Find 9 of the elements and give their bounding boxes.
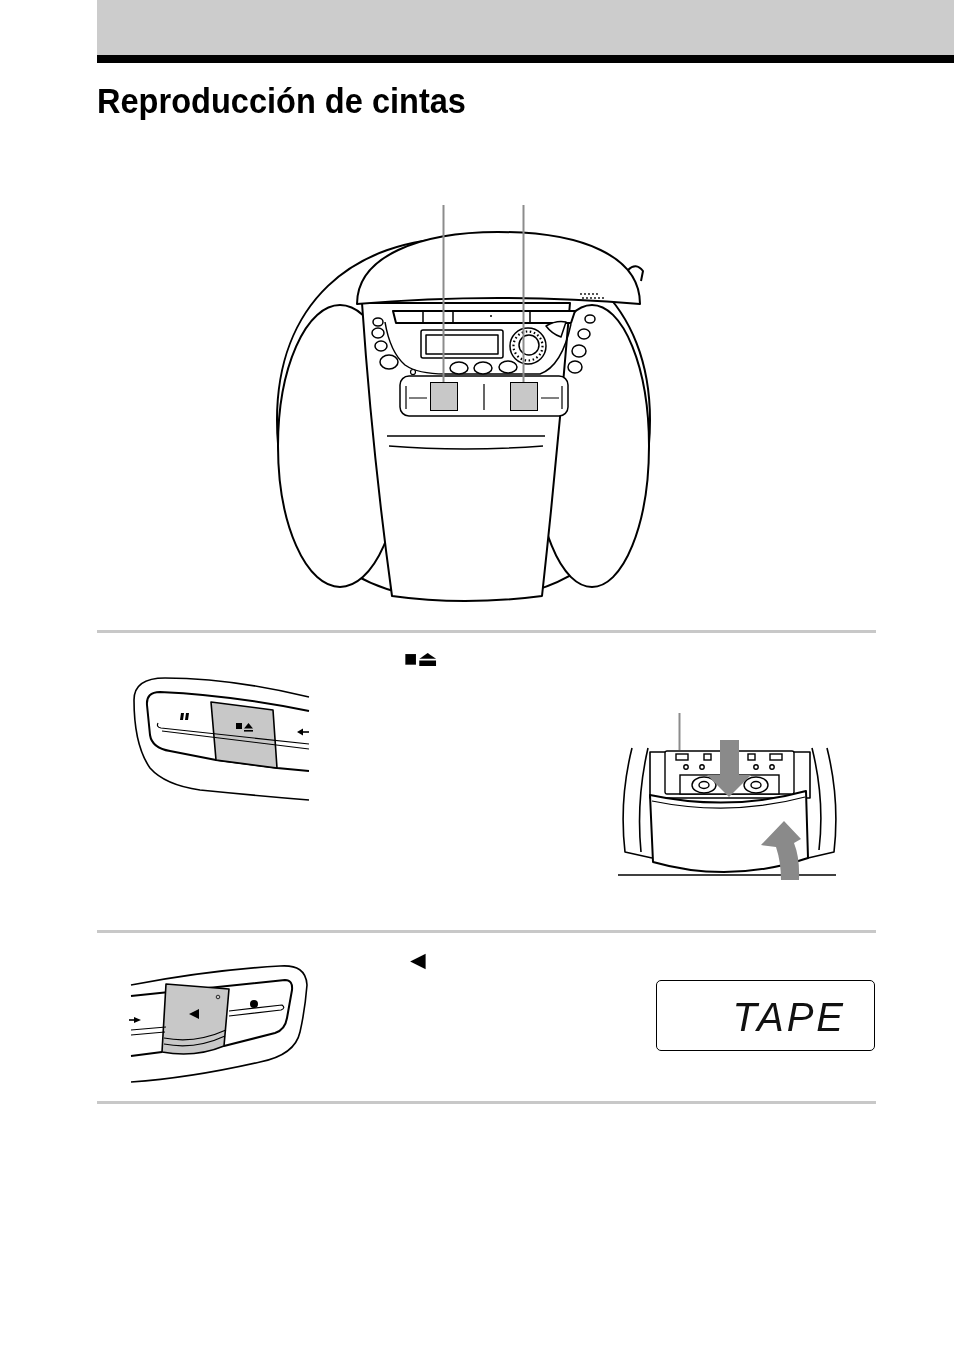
leader-line (522, 204, 525, 383)
instruction-symbol: ■⏏ (404, 647, 439, 671)
leader-line (678, 712, 681, 751)
leader-line (442, 204, 445, 383)
tape-button (510, 382, 538, 411)
display-text: TAPE (732, 995, 846, 1039)
instruction-symbol: ◄ (405, 946, 431, 974)
tape-button (430, 382, 458, 411)
page-title: Reproducción de cintas (97, 80, 466, 122)
